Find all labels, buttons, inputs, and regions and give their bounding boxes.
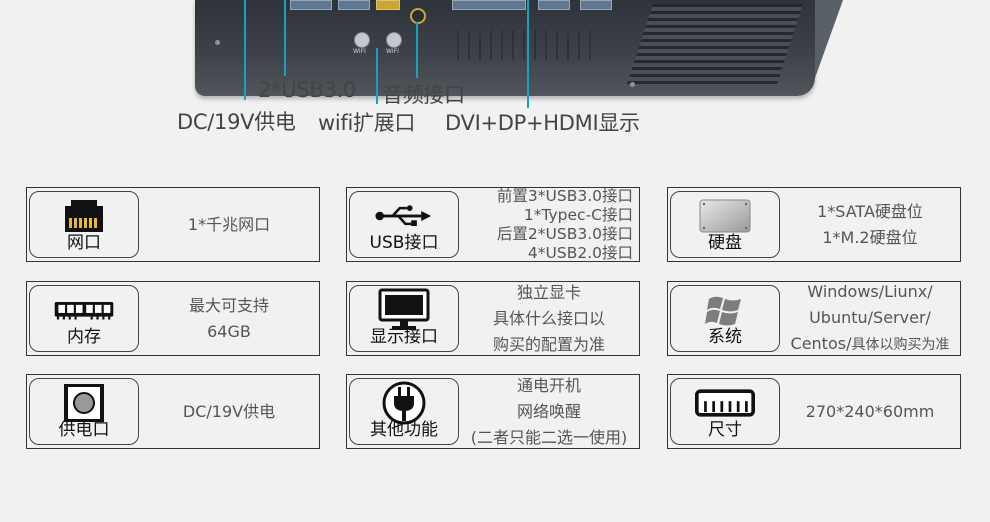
- usb-port-icon: [338, 0, 370, 10]
- card-label: 网口: [67, 233, 101, 253]
- spec-card-storage: 硬盘 1*SATA硬盘位 1*M.2硬盘位: [667, 187, 961, 262]
- card-label: 尺寸: [708, 420, 742, 440]
- card-info: DC/19V供电: [182, 401, 276, 421]
- audio-jack-icon: [410, 8, 426, 24]
- screw-icon: [215, 40, 220, 45]
- leader-line-usb30: [284, 0, 286, 76]
- usb-icon: [374, 198, 434, 234]
- card-info: 前置3*USB3.0接口 1*Typec-C接口 后置2*USB3.0接口 4*…: [496, 186, 633, 262]
- wifi-port-label: WIFI: [386, 48, 399, 55]
- card-label: 显示接口: [370, 327, 438, 347]
- port-icon: [376, 0, 400, 10]
- card-info: Windows/Liunx/ Ubuntu/Server/ Centos/具体以…: [790, 282, 950, 353]
- card-info: 270*240*60mm: [805, 401, 935, 421]
- dvi-port-icon: [452, 0, 526, 10]
- screw-icon: [630, 82, 635, 87]
- ruler-icon: [695, 385, 755, 421]
- callout-display: DVI+DP+HDMI显示: [445, 111, 640, 135]
- hdmi-port-icon: [580, 0, 612, 10]
- spec-card-usb: USB接口 前置3*USB3.0接口 1*Typec-C接口 后置2*USB3.…: [346, 187, 640, 262]
- wifi-antenna-port-icon: [386, 32, 402, 48]
- card-label: 内存: [67, 327, 101, 347]
- spec-card-other-features: 其他功能 通电开机 网络唤醒 (二者只能二选一使用): [346, 374, 640, 449]
- expansion-slot-grille: [448, 30, 598, 60]
- card-info: 最大可支持 64GB: [188, 295, 269, 341]
- card-info: 1*SATA硬盘位 1*M.2硬盘位: [817, 201, 923, 247]
- wifi-port-label: WIFI: [353, 48, 366, 55]
- power-plug-icon: [374, 381, 434, 425]
- card-label: 硬盘: [708, 233, 742, 253]
- spec-card-network: 网口 1*千兆网口: [26, 187, 320, 262]
- power-jack-icon: [54, 384, 114, 422]
- card-info: 独立显卡 具体什么接口以 购买的配置为准: [492, 282, 605, 354]
- card-label: 系统: [708, 327, 742, 347]
- hard-drive-icon: [695, 198, 755, 234]
- ethernet-port-icon: [54, 198, 114, 234]
- callout-wifi: wifi扩展口: [318, 111, 416, 135]
- card-label: 供电口: [58, 420, 110, 440]
- vent-grille: [627, 4, 803, 84]
- memory-stick-icon: [54, 292, 114, 328]
- callout-usb30: 2*USB3.0: [258, 78, 356, 102]
- card-info: 1*千兆网口: [187, 214, 271, 234]
- windows-logo-icon: [695, 292, 755, 328]
- spec-card-memory: 内存 最大可支持 64GB: [26, 281, 320, 356]
- spec-card-power: 供电口 DC/19V供电: [26, 374, 320, 449]
- spec-card-size: 尺寸 270*240*60mm: [667, 374, 961, 449]
- card-label: USB接口: [369, 233, 439, 253]
- leader-line-audio: [416, 22, 418, 78]
- callout-audio: 音频接口: [382, 83, 465, 107]
- spec-card-os: 系统 Windows/Liunx/ Ubuntu/Server/ Centos/…: [667, 281, 961, 356]
- leader-line-dc: [244, 0, 246, 100]
- card-info: 通电开机 网络唤醒 (二者只能二选一使用): [470, 375, 628, 447]
- monitor-icon: [374, 288, 434, 330]
- card-label: 其他功能: [370, 420, 438, 440]
- callout-dc-power: DC/19V供电: [177, 110, 296, 134]
- usb-port-icon: [290, 0, 332, 10]
- dp-port-icon: [538, 0, 570, 10]
- mini-pc-side: [815, 0, 843, 78]
- leader-line-display: [527, 0, 529, 108]
- leader-line-wifi: [376, 48, 378, 104]
- wifi-antenna-port-icon: [354, 32, 370, 48]
- spec-card-display: 显示接口 独立显卡 具体什么接口以 购买的配置为准: [346, 281, 640, 356]
